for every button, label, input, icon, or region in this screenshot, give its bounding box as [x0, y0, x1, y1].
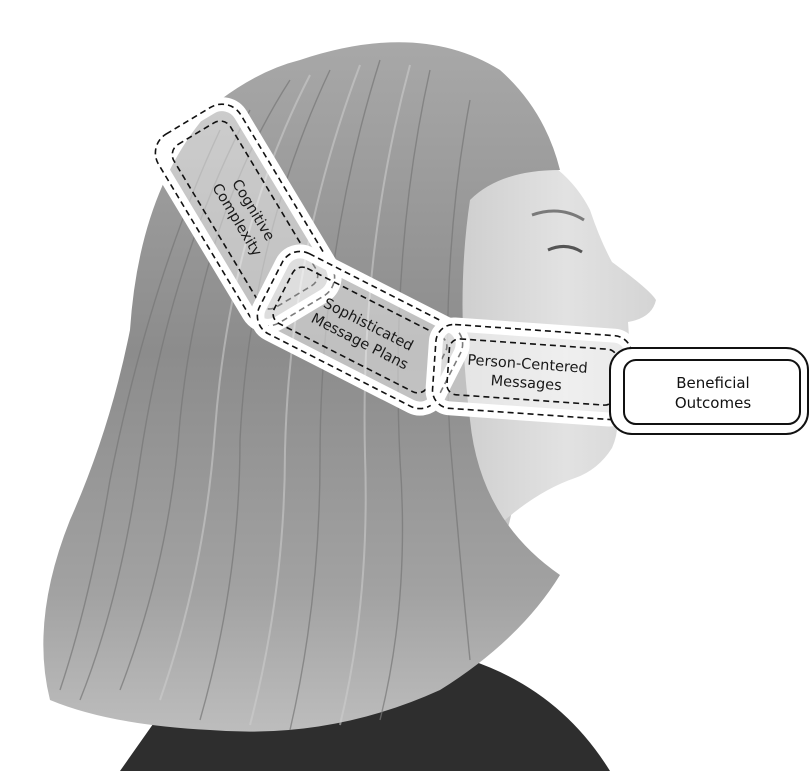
stage-person-centered-messages: Person-Centered Messages [431, 323, 632, 420]
stage-beneficial-outcomes: Beneficial Outcomes [610, 348, 808, 434]
stage-beneficial-outcomes-inner [624, 360, 800, 424]
stage-beneficial-outcomes-label-1: Beneficial [676, 374, 749, 392]
stage-beneficial-outcomes-label-2: Outcomes [675, 394, 751, 412]
